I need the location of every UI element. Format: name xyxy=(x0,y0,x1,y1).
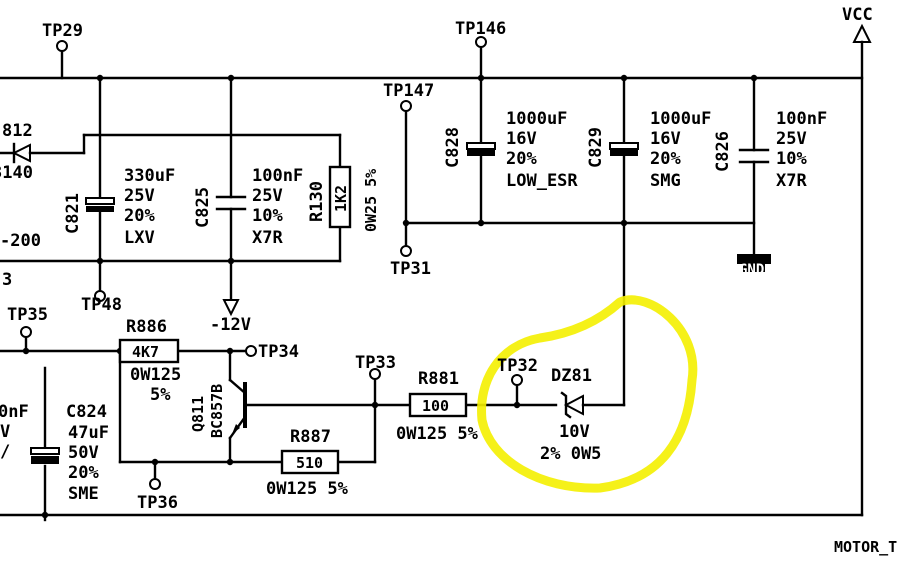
r887-ref: R887 xyxy=(290,427,331,447)
c829-symbol xyxy=(609,142,639,156)
left-v-label: V xyxy=(0,422,10,442)
c829-ref: C829 xyxy=(586,127,606,168)
q811-part: BC857B xyxy=(208,384,226,438)
r130-ref: R130 xyxy=(307,181,327,222)
dz81-v1: 10V xyxy=(559,422,590,442)
d812-part-label: 3140 xyxy=(0,163,33,183)
labels: VCC TP29 TP146 TP147 TP31 TP48 TP35 TP34… xyxy=(0,5,897,556)
r881-body xyxy=(408,392,468,418)
r887-val: 510 xyxy=(296,454,323,472)
r887-rating: 0W125 5% xyxy=(266,479,349,499)
r887-body xyxy=(280,449,340,475)
c824-v3: 20% xyxy=(68,463,99,483)
wires xyxy=(0,40,864,522)
r886-rating1: 0W125 xyxy=(130,365,181,385)
c828-v3: 20% xyxy=(506,149,537,169)
c826-ref: C826 xyxy=(713,131,733,172)
dz81-ref: DZ81 xyxy=(551,366,592,386)
c824-v4: SME xyxy=(68,484,99,504)
r886-rating2: 5% xyxy=(150,385,171,405)
test-points xyxy=(20,36,523,490)
c825-symbol xyxy=(215,195,247,211)
tp31-label: TP31 xyxy=(390,259,431,279)
tp147-label: TP147 xyxy=(383,81,434,101)
tp33-label: TP33 xyxy=(355,353,396,373)
c828-ref: C828 xyxy=(443,127,463,168)
r130-rating: 0W25 5% xyxy=(362,169,380,232)
d812-label: 812 xyxy=(2,121,33,141)
vcc-arrow-icon xyxy=(852,23,872,43)
zener-dz81-icon xyxy=(560,391,584,419)
tp32-label: TP32 xyxy=(497,356,538,376)
neg12v-label: -12V xyxy=(210,315,251,335)
c824-symbol xyxy=(30,447,60,464)
r886-val: 4K7 xyxy=(132,343,159,361)
tp36-label: TP36 xyxy=(137,493,178,513)
tp35-label: TP35 xyxy=(7,305,48,325)
r886-ref: R886 xyxy=(126,317,167,337)
gnd-icon xyxy=(737,254,771,272)
minus200-label: -200 xyxy=(0,231,41,251)
c821-v2: 25V xyxy=(124,186,155,206)
c828-symbol xyxy=(466,142,496,156)
vcc-label: VCC xyxy=(842,5,873,25)
transistor-q811-icon xyxy=(228,378,247,440)
c821-v1: 330uF xyxy=(124,166,175,186)
c821-v3: 20% xyxy=(124,206,155,226)
c828-v2: 16V xyxy=(506,129,537,149)
r130-val: 1K2 xyxy=(332,185,350,212)
c825-v1: 100nF xyxy=(252,166,303,186)
tp146-label: TP146 xyxy=(455,19,506,39)
c821-v4: LXV xyxy=(124,228,155,248)
c821-symbol xyxy=(85,197,115,212)
r881-val: 100 xyxy=(422,397,449,415)
left-pct-label: / xyxy=(0,442,10,462)
c829-v1: 1000uF xyxy=(650,109,711,129)
c829-v3: 20% xyxy=(650,149,681,169)
tp48-label: TP48 xyxy=(81,295,122,315)
c826-symbol xyxy=(738,148,770,164)
c824-v2: 50V xyxy=(68,443,99,463)
motor-label: MOTOR_T xyxy=(834,538,897,556)
r130-body xyxy=(328,165,352,229)
c829-v4: SMG xyxy=(650,171,681,191)
c826-v1: 100nF xyxy=(776,109,827,129)
tp29-label: TP29 xyxy=(42,21,83,41)
c828-v4: LOW_ESR xyxy=(506,171,578,191)
c825-v4: X7R xyxy=(252,228,283,248)
c826-v3: 10% xyxy=(776,149,807,169)
neg12v-arrow-icon xyxy=(222,299,240,317)
c825-v3: 10% xyxy=(252,206,283,226)
tp34-label: TP34 xyxy=(258,342,299,362)
gnd-label: GND xyxy=(739,262,764,278)
c828-v1: 1000uF xyxy=(506,109,567,129)
c825-ref: C825 xyxy=(193,187,213,228)
left-nf-label: 0nF xyxy=(0,402,29,422)
c829-v2: 16V xyxy=(650,129,681,149)
c824-ref: C824 xyxy=(66,402,107,422)
c825-v2: 25V xyxy=(252,186,283,206)
diode-d812-icon xyxy=(0,142,31,164)
three-label: 3 xyxy=(2,270,12,290)
c824-v1: 47uF xyxy=(68,423,109,443)
highlight-annotation xyxy=(477,295,698,493)
junctions xyxy=(22,74,758,519)
r881-ref: R881 xyxy=(418,369,459,389)
r881-rating: 0W125 5% xyxy=(396,424,479,444)
dz81-v2: 2% 0W5 xyxy=(540,444,601,464)
c821-ref: C821 xyxy=(63,193,83,234)
r886-body xyxy=(118,338,180,364)
q811-ref: Q811 xyxy=(189,396,207,432)
c826-v4: X7R xyxy=(776,171,807,191)
c826-v2: 25V xyxy=(776,129,807,149)
